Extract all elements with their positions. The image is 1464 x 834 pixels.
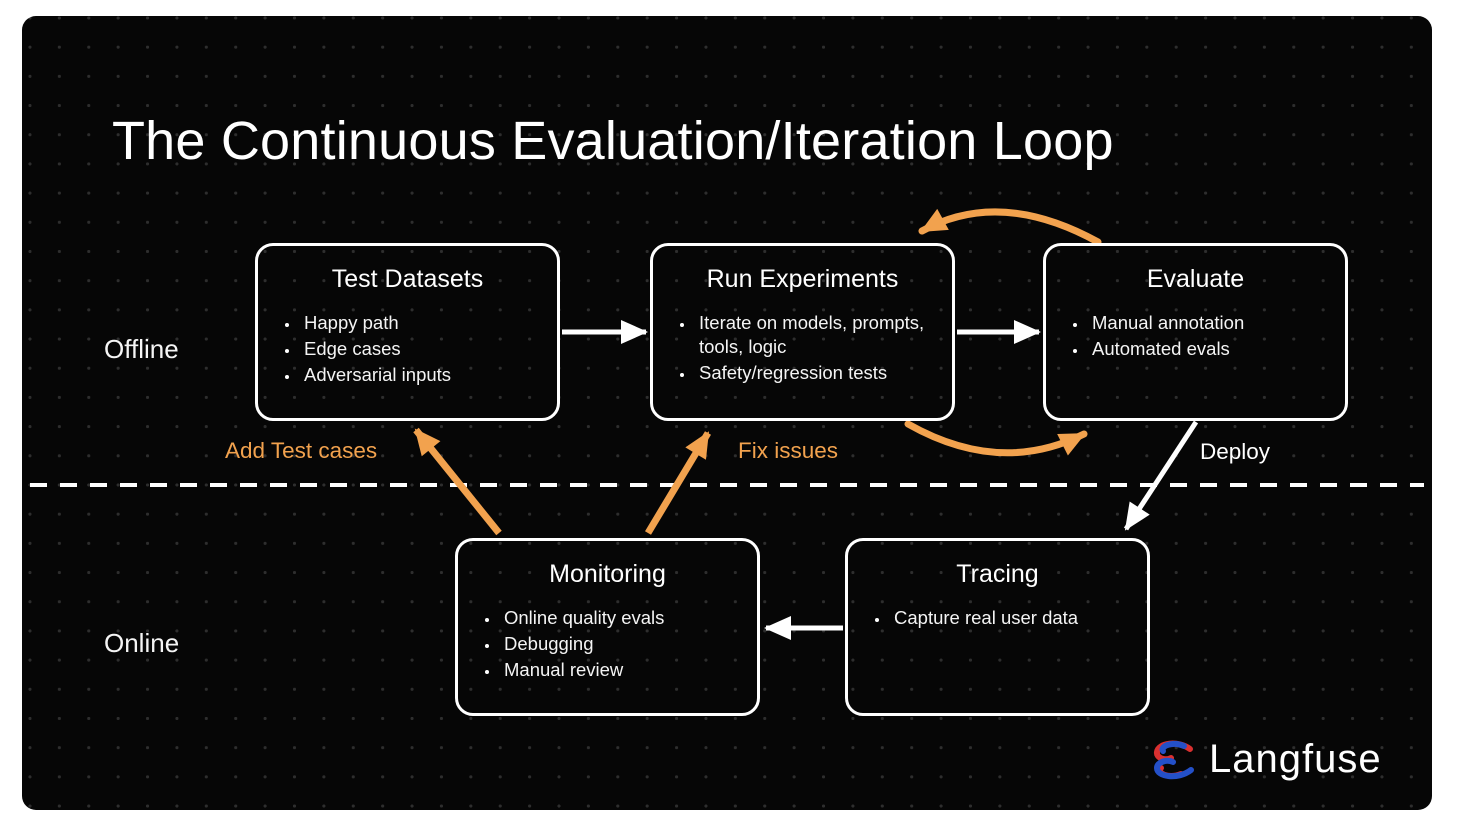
edge-label-deploy: Deploy bbox=[1200, 439, 1271, 464]
node-bullet-list: Online quality evals Debugging Manual re… bbox=[458, 606, 757, 682]
bullet-item: Manual review bbox=[500, 658, 757, 682]
offline-section-label: Offline bbox=[104, 334, 179, 364]
edge-label-add-test-cases: Add Test cases bbox=[225, 438, 378, 463]
langfuse-logo: Langfuse bbox=[1148, 737, 1382, 782]
bullet-item: Debugging bbox=[500, 632, 757, 656]
bullet-item: Manual annotation bbox=[1088, 311, 1345, 335]
bullet-item: Automated evals bbox=[1088, 337, 1345, 361]
node-title: Evaluate bbox=[1146, 265, 1245, 293]
node-bullet-list: Iterate on models, prompts, tools, logic… bbox=[653, 311, 952, 385]
node-title: Run Experiments bbox=[706, 265, 899, 293]
slide-background: The Continuous Evaluation/Iteration Loop… bbox=[22, 16, 1432, 810]
langfuse-logo-text: Langfuse bbox=[1209, 737, 1382, 781]
node-run-experiments: Run Experiments Iterate on models, promp… bbox=[650, 243, 955, 421]
node-title: Tracing bbox=[956, 560, 1039, 588]
bullet-item: Iterate on models, prompts, tools, logic bbox=[695, 311, 952, 359]
node-monitoring: Monitoring Online quality evals Debuggin… bbox=[455, 538, 760, 716]
node-title: Monitoring bbox=[549, 560, 666, 588]
node-tracing: Tracing Capture real user data bbox=[845, 538, 1150, 716]
page-title: The Continuous Evaluation/Iteration Loop bbox=[112, 111, 1114, 171]
bullet-item: Adversarial inputs bbox=[300, 363, 557, 387]
edge-label-fix-issues: Fix issues bbox=[738, 438, 839, 463]
node-title: Test Datasets bbox=[331, 265, 484, 293]
node-evaluate: Evaluate Manual annotation Automated eva… bbox=[1043, 243, 1348, 421]
bullet-item: Edge cases bbox=[300, 337, 557, 361]
bullet-item: Capture real user data bbox=[890, 606, 1147, 630]
node-test-datasets: Test Datasets Happy path Edge cases Adve… bbox=[255, 243, 560, 421]
bullet-item: Happy path bbox=[300, 311, 557, 335]
bullet-item: Online quality evals bbox=[500, 606, 757, 630]
langfuse-logo-icon bbox=[1153, 740, 1194, 779]
online-section-label: Online bbox=[104, 628, 180, 658]
node-bullet-list: Happy path Edge cases Adversarial inputs bbox=[258, 311, 557, 387]
bullet-item: Safety/regression tests bbox=[695, 361, 952, 385]
node-bullet-list: Manual annotation Automated evals bbox=[1046, 311, 1345, 361]
node-bullet-list: Capture real user data bbox=[848, 606, 1147, 630]
